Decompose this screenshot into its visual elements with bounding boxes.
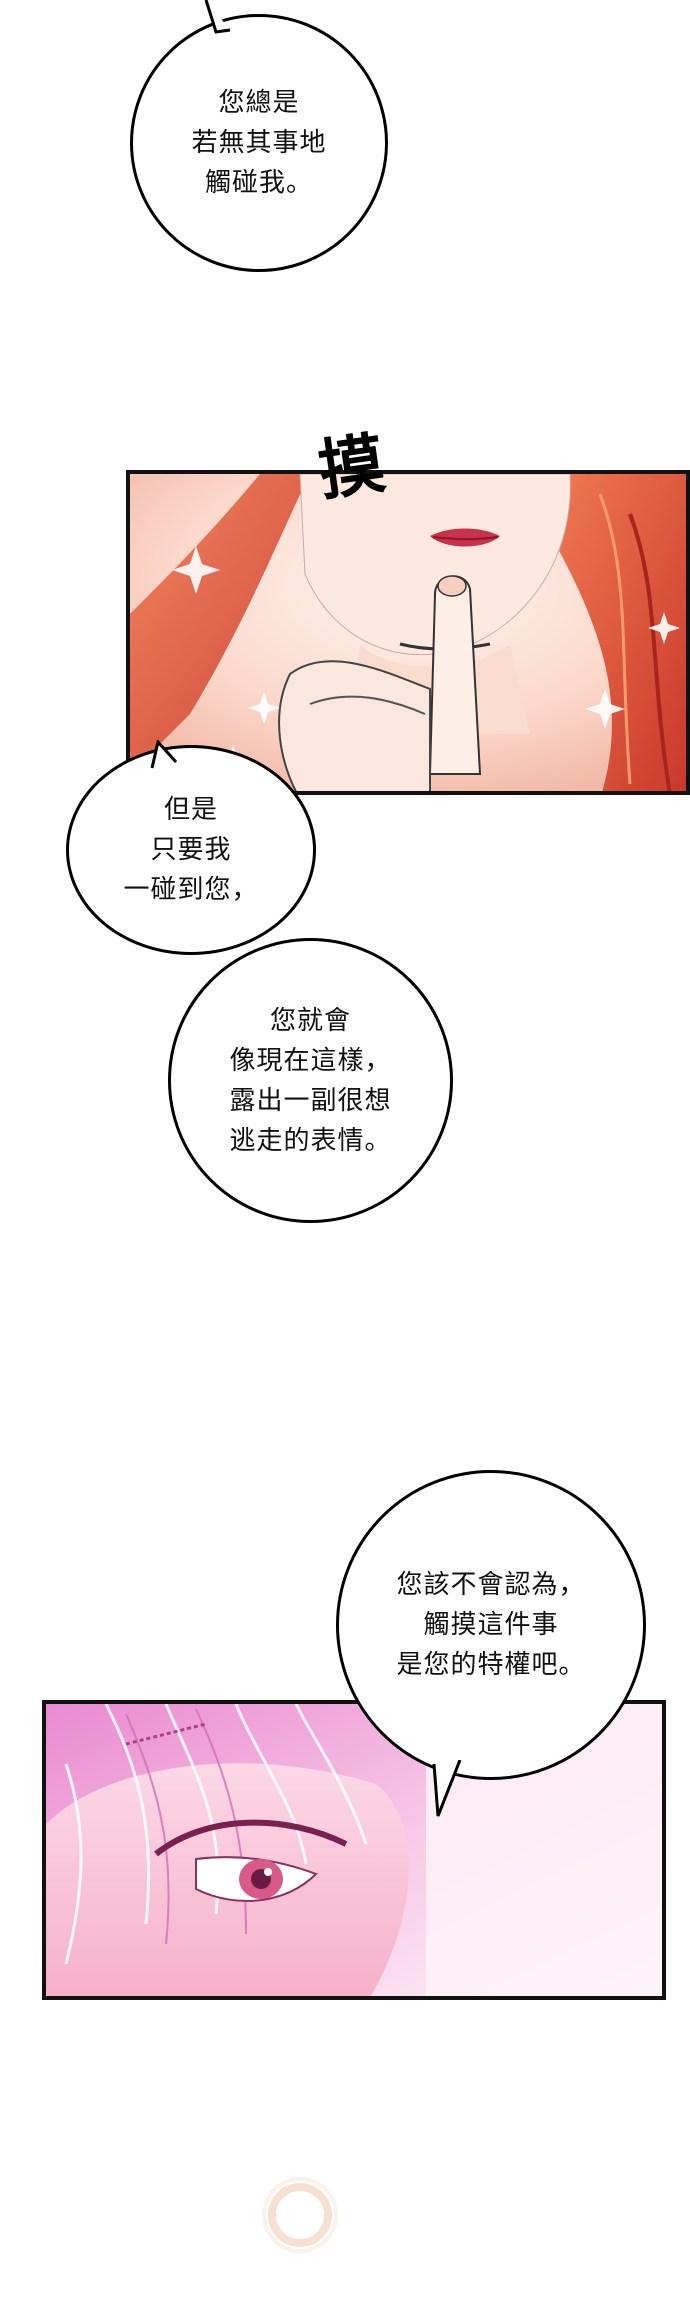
speech-bubble-2: 但是 只要我 一碰到您， xyxy=(66,745,316,955)
bubble-line: 露出一副很想 xyxy=(229,1085,392,1116)
panel-illustration xyxy=(130,474,686,791)
speech-bubble-1: 您總是 若無其事地 觸碰我。 xyxy=(130,14,388,272)
bubble-line: 觸摸這件事 xyxy=(423,1610,559,1640)
bubble-line: 是您的特權吧。 xyxy=(396,1650,586,1680)
speech-bubble-tail xyxy=(432,1760,462,1817)
speech-bubble-3: 您就會 像現在這樣， 露出一副很想 逃走的表情。 xyxy=(168,938,453,1223)
panel-face-closeup xyxy=(126,470,690,795)
speech-bubble-tail xyxy=(204,0,231,34)
bubble-line: 您該不會認為， xyxy=(396,1570,586,1600)
speech-bubble-4: 您該不會認為， 觸摸這件事 是您的特權吧。 xyxy=(336,1470,646,1780)
bubble-line: 像現在這樣， xyxy=(229,1045,392,1076)
sound-effect-touch: 摸 xyxy=(313,423,390,511)
bubble-line: 您總是 xyxy=(218,88,300,118)
bubble-line: 若無其事地 xyxy=(191,128,327,158)
bubble-line: 一碰到您， xyxy=(123,875,259,905)
speech-bubble-tail xyxy=(150,740,178,769)
decorative-glow-ring xyxy=(262,2177,338,2253)
bubble-line: 但是 xyxy=(163,795,218,825)
bubble-line: 觸碰我。 xyxy=(204,168,313,198)
bubble-line: 逃走的表情。 xyxy=(229,1125,392,1156)
bubble-line: 只要我 xyxy=(150,835,232,865)
bubble-line: 您就會 xyxy=(269,1005,351,1036)
